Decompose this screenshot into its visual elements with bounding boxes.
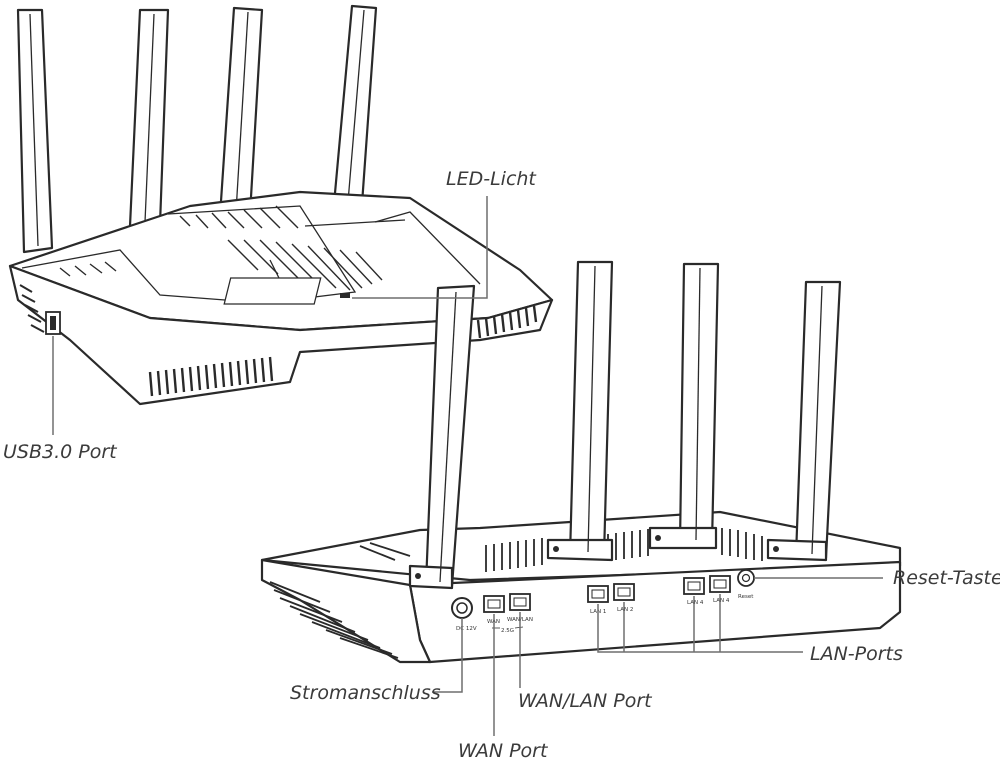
port-label-dc: DC 12V [456,626,477,632]
antenna-1 [16,8,54,254]
lan-4-socket [709,575,731,593]
led-indicator [340,293,350,298]
label-power-socket: Stromanschluss [290,682,441,704]
front-router-antennas [16,4,378,254]
port-label-lan-2: LAN 2 [617,607,633,613]
leader-lines [52,196,883,736]
leader-power [432,618,463,693]
rear-router-side [260,558,432,664]
antenna-4 [332,4,378,206]
port-label-lan-3: LAN 4 [687,600,704,606]
port-label-lan-4: LAN 4 [713,598,730,604]
wan-socket [483,595,505,613]
leader-led [352,196,488,299]
rear-vent-slots [485,528,763,572]
wan-lan-socket [509,593,531,611]
label-usb-port: USB3.0 Port [3,441,117,463]
lan-2-socket [613,583,635,601]
rear-router: DC 12V WAN WAN/LAN 2.5G LAN 1 LAN 2 LAN … [260,260,902,664]
label-led-light: LED-Licht [446,168,536,190]
leader-lan [597,604,803,653]
label-reset-button: Reset-Taste [893,567,1000,589]
lan-3-socket [683,577,705,595]
label-wan-port: WAN Port [458,740,548,762]
port-label-speed: 2.5G [501,628,514,634]
front-router-front [8,264,554,406]
lan-1-socket [587,585,609,603]
front-router [8,4,554,406]
label-lan-ports: LAN-Ports [810,643,903,665]
antenna-3 [218,6,264,218]
port-label-reset: Reset [738,594,754,600]
rear-antenna-4 [794,280,842,560]
label-wan-lan-port: WAN/LAN Port [518,690,652,712]
rear-router-antennas [408,260,842,590]
